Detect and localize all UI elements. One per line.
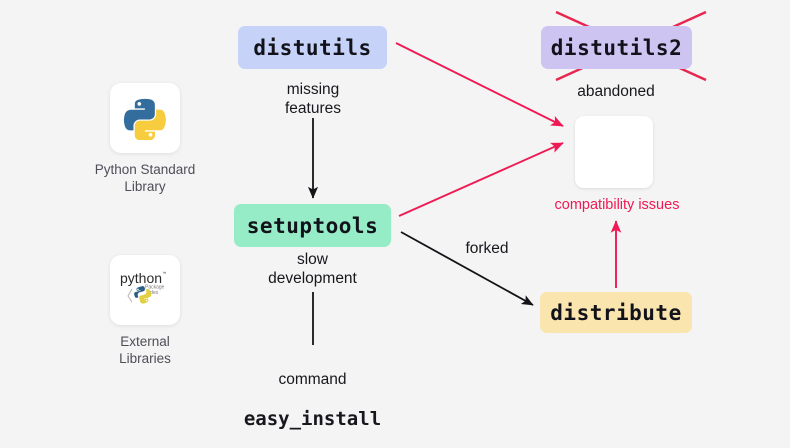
label-missing-features: missing features bbox=[284, 81, 341, 117]
caption-external-libraries: External Libraries bbox=[119, 334, 171, 366]
label-abandoned: abandoned bbox=[577, 83, 655, 100]
label-slow-development: slow development bbox=[268, 251, 357, 287]
pypi-logo-icon: python ™ Package Index bbox=[120, 270, 167, 304]
external-libraries-card: python ™ Package Index bbox=[110, 255, 180, 325]
node-setuptools[interactable]: setuptools bbox=[234, 204, 391, 247]
label-forked: forked bbox=[465, 240, 509, 257]
edge-distutils-to-card-red bbox=[395, 42, 564, 127]
caption-python-standard-library: Python Standard Library bbox=[94, 162, 196, 194]
label-command-group: command easy_install bbox=[230, 351, 395, 448]
blank-placeholder-card bbox=[575, 116, 653, 188]
python-standard-library-card bbox=[110, 83, 180, 153]
node-distutils2[interactable]: distutils2 bbox=[541, 26, 692, 69]
svg-text:python: python bbox=[120, 270, 162, 286]
svg-text:Package: Package bbox=[145, 285, 165, 291]
node-distutils[interactable]: distutils bbox=[238, 26, 387, 69]
diagram-canvas: distutils distutils2 setuptools distribu… bbox=[94, 10, 707, 429]
svg-text:™: ™ bbox=[162, 271, 167, 276]
python-logo-icon bbox=[123, 98, 166, 140]
svg-text:Index: Index bbox=[146, 290, 159, 296]
label-command-word: command bbox=[278, 371, 347, 388]
label-compatibility-issues: compatibility issues bbox=[554, 197, 680, 213]
node-distribute[interactable]: distribute bbox=[540, 292, 692, 333]
